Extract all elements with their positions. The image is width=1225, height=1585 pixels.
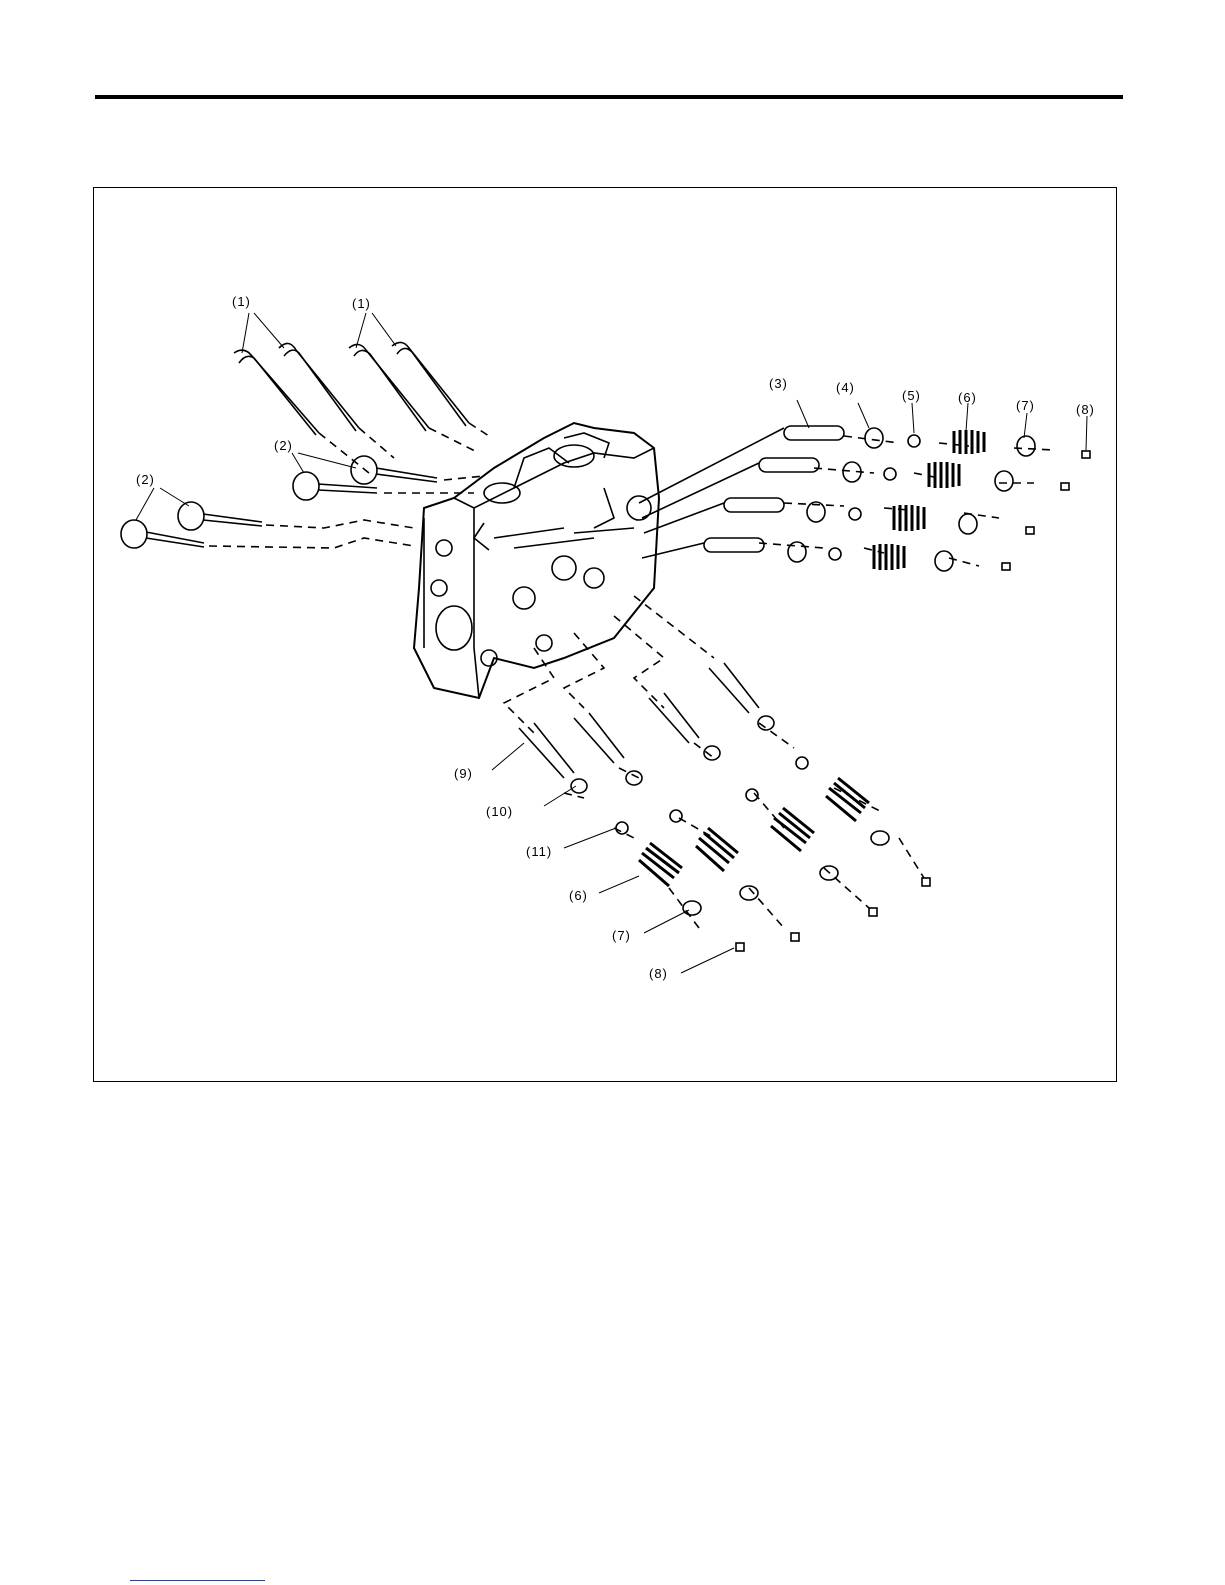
callout-6a: (6) (958, 390, 977, 405)
callout-7b: (7) (612, 928, 631, 943)
callout-8a: (8) (1076, 402, 1095, 417)
callout-5: (5) (902, 388, 921, 403)
exploded-view-figure: (1) (1) (2) (2) (3) (4) (5) (6) (7) (8) … (93, 187, 1117, 1082)
lower-set-2 (574, 713, 799, 941)
cylinder-head (414, 423, 659, 698)
callout-1a: (1) (232, 294, 251, 309)
exhaust-valves-set-2 (121, 456, 437, 548)
callout-4: (4) (836, 380, 855, 395)
callout-leader-lines (136, 313, 1087, 973)
callout-2a: (2) (274, 438, 293, 453)
callout-2b: (2) (136, 472, 155, 487)
callout-9: (9) (454, 766, 473, 781)
header-rule (95, 95, 1123, 99)
lower-set-4 (709, 663, 930, 886)
callout-8b: (8) (649, 966, 668, 981)
valve-guide-row-1 (784, 426, 1090, 458)
upper-valve-train-parts (639, 426, 1090, 571)
callout-1b: (1) (352, 296, 371, 311)
callout-10: (10) (486, 804, 513, 819)
valve-guide-row-3 (724, 498, 1034, 534)
callout-11: (11) (526, 844, 552, 859)
lower-valve-train-parts (519, 663, 930, 951)
valve-guide-row-2 (759, 458, 1069, 491)
callout-3: (3) (769, 376, 788, 391)
valve-guide-row-4 (704, 538, 1010, 571)
valve-assembly-diagram: (1) (1) (2) (2) (3) (4) (5) (6) (7) (8) … (94, 188, 1118, 1083)
page-link-underline[interactable] (130, 1580, 265, 1581)
intake-valves-set-1 (234, 342, 469, 435)
callout-6b: (6) (569, 888, 588, 903)
callout-7a: (7) (1016, 398, 1035, 413)
